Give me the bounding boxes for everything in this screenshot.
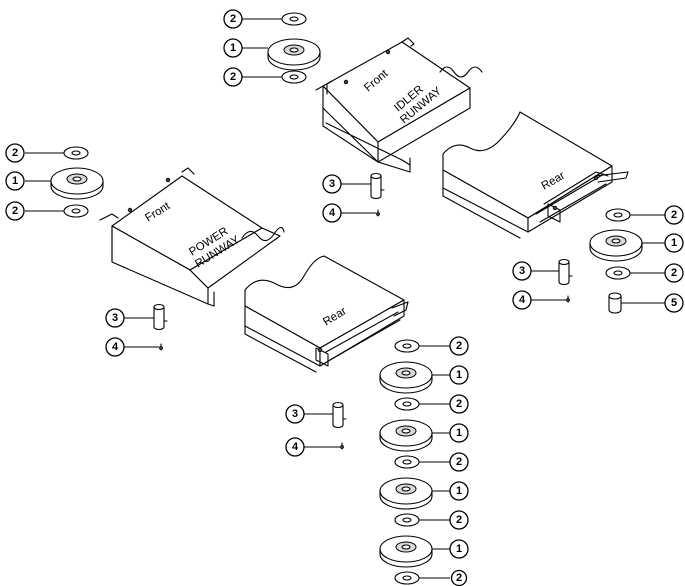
washer-part: [394, 397, 420, 411]
screw-part: [566, 295, 570, 303]
callout-screw: 4: [285, 437, 305, 457]
roller-part: [379, 477, 433, 510]
callout-pin: 3: [105, 308, 125, 328]
svg-text:1: 1: [671, 237, 677, 249]
svg-text:2: 2: [671, 267, 677, 279]
roller-part: [267, 38, 321, 71]
callout-washer: 2: [450, 569, 468, 586]
svg-text:3: 3: [292, 408, 298, 420]
callout-roller: 1: [664, 233, 684, 253]
pin-part: [332, 401, 347, 429]
svg-text:2: 2: [230, 71, 236, 83]
washer-part: [63, 204, 89, 218]
svg-text:2: 2: [230, 13, 236, 25]
callout-pin: 3: [512, 261, 532, 281]
svg-text:2: 2: [12, 205, 18, 217]
callout-washer: 2: [449, 336, 469, 356]
callout-screw: 4: [105, 337, 125, 357]
callout-screw: 4: [512, 290, 532, 310]
svg-text:1: 1: [230, 42, 236, 54]
callout-washer: 2: [5, 201, 25, 221]
washer-part: [605, 266, 631, 280]
svg-text:4: 4: [112, 341, 119, 353]
callout-washer: 2: [223, 67, 243, 87]
svg-text:4: 4: [292, 441, 299, 453]
leader-lines: [25, 18, 665, 579]
callout-roller: 1: [449, 365, 469, 385]
pin-part: [558, 258, 573, 286]
screw-part: [376, 209, 380, 217]
callout-washer: 2: [5, 143, 25, 163]
screw-part: [340, 442, 344, 450]
washer-part: [63, 146, 89, 160]
svg-text:1: 1: [456, 543, 462, 555]
svg-text:1: 1: [456, 485, 462, 497]
svg-text:2: 2: [12, 147, 18, 159]
washer-part: [281, 12, 307, 26]
svg-text:3: 3: [329, 178, 335, 190]
callout-washer: 2: [664, 205, 684, 225]
callout-roller: 1: [223, 38, 243, 58]
callout-pin: 3: [322, 174, 342, 194]
pin-part: [370, 172, 385, 200]
roller-part: [50, 167, 104, 200]
washer-part: [394, 455, 420, 469]
callout-roller: 1: [449, 423, 469, 443]
svg-text:2: 2: [456, 340, 462, 352]
svg-text:4: 4: [519, 294, 526, 306]
svg-text:2: 2: [456, 514, 462, 526]
svg-text:1: 1: [456, 427, 462, 439]
spacer-part: [608, 292, 622, 314]
screw-part: [159, 343, 163, 351]
svg-text:1: 1: [456, 369, 462, 381]
callout-screw: 4: [322, 203, 342, 223]
callout-washer: 2: [664, 263, 684, 283]
svg-text:1: 1: [12, 175, 18, 187]
washer-part: [394, 571, 420, 585]
idler-runway-front: [315, 37, 483, 173]
roller-part: [379, 361, 433, 394]
pin-part: [153, 303, 168, 331]
roller-part: [379, 419, 433, 452]
svg-text:3: 3: [112, 312, 118, 324]
callout-washer: 2: [449, 452, 469, 472]
callout-washer: 2: [449, 510, 469, 530]
svg-text:5: 5: [671, 297, 677, 309]
washer-part: [605, 208, 631, 222]
callout-roller: 1: [5, 171, 25, 191]
callout-roller: 1: [449, 481, 469, 501]
roller-part: [379, 535, 433, 568]
washer-part: [394, 513, 420, 527]
callout-washer: 2: [449, 394, 469, 414]
svg-text:2: 2: [456, 456, 462, 468]
power-runway-rear: [244, 255, 409, 373]
svg-text:2: 2: [671, 209, 677, 221]
washer-part: [281, 70, 307, 84]
svg-text:2: 2: [456, 572, 462, 584]
svg-text:2: 2: [456, 398, 462, 410]
power-runway-front: [99, 167, 285, 307]
callout-pin: 3: [285, 404, 305, 424]
washer-part: [394, 339, 420, 353]
roller-part: [589, 229, 643, 262]
idler-runway-rear: [442, 111, 629, 239]
callout-washer: 2: [223, 9, 243, 29]
svg-text:4: 4: [329, 207, 336, 219]
svg-text:3: 3: [519, 265, 525, 277]
callout-spacer: 5: [664, 293, 684, 313]
callout-roller: 1: [449, 539, 469, 559]
